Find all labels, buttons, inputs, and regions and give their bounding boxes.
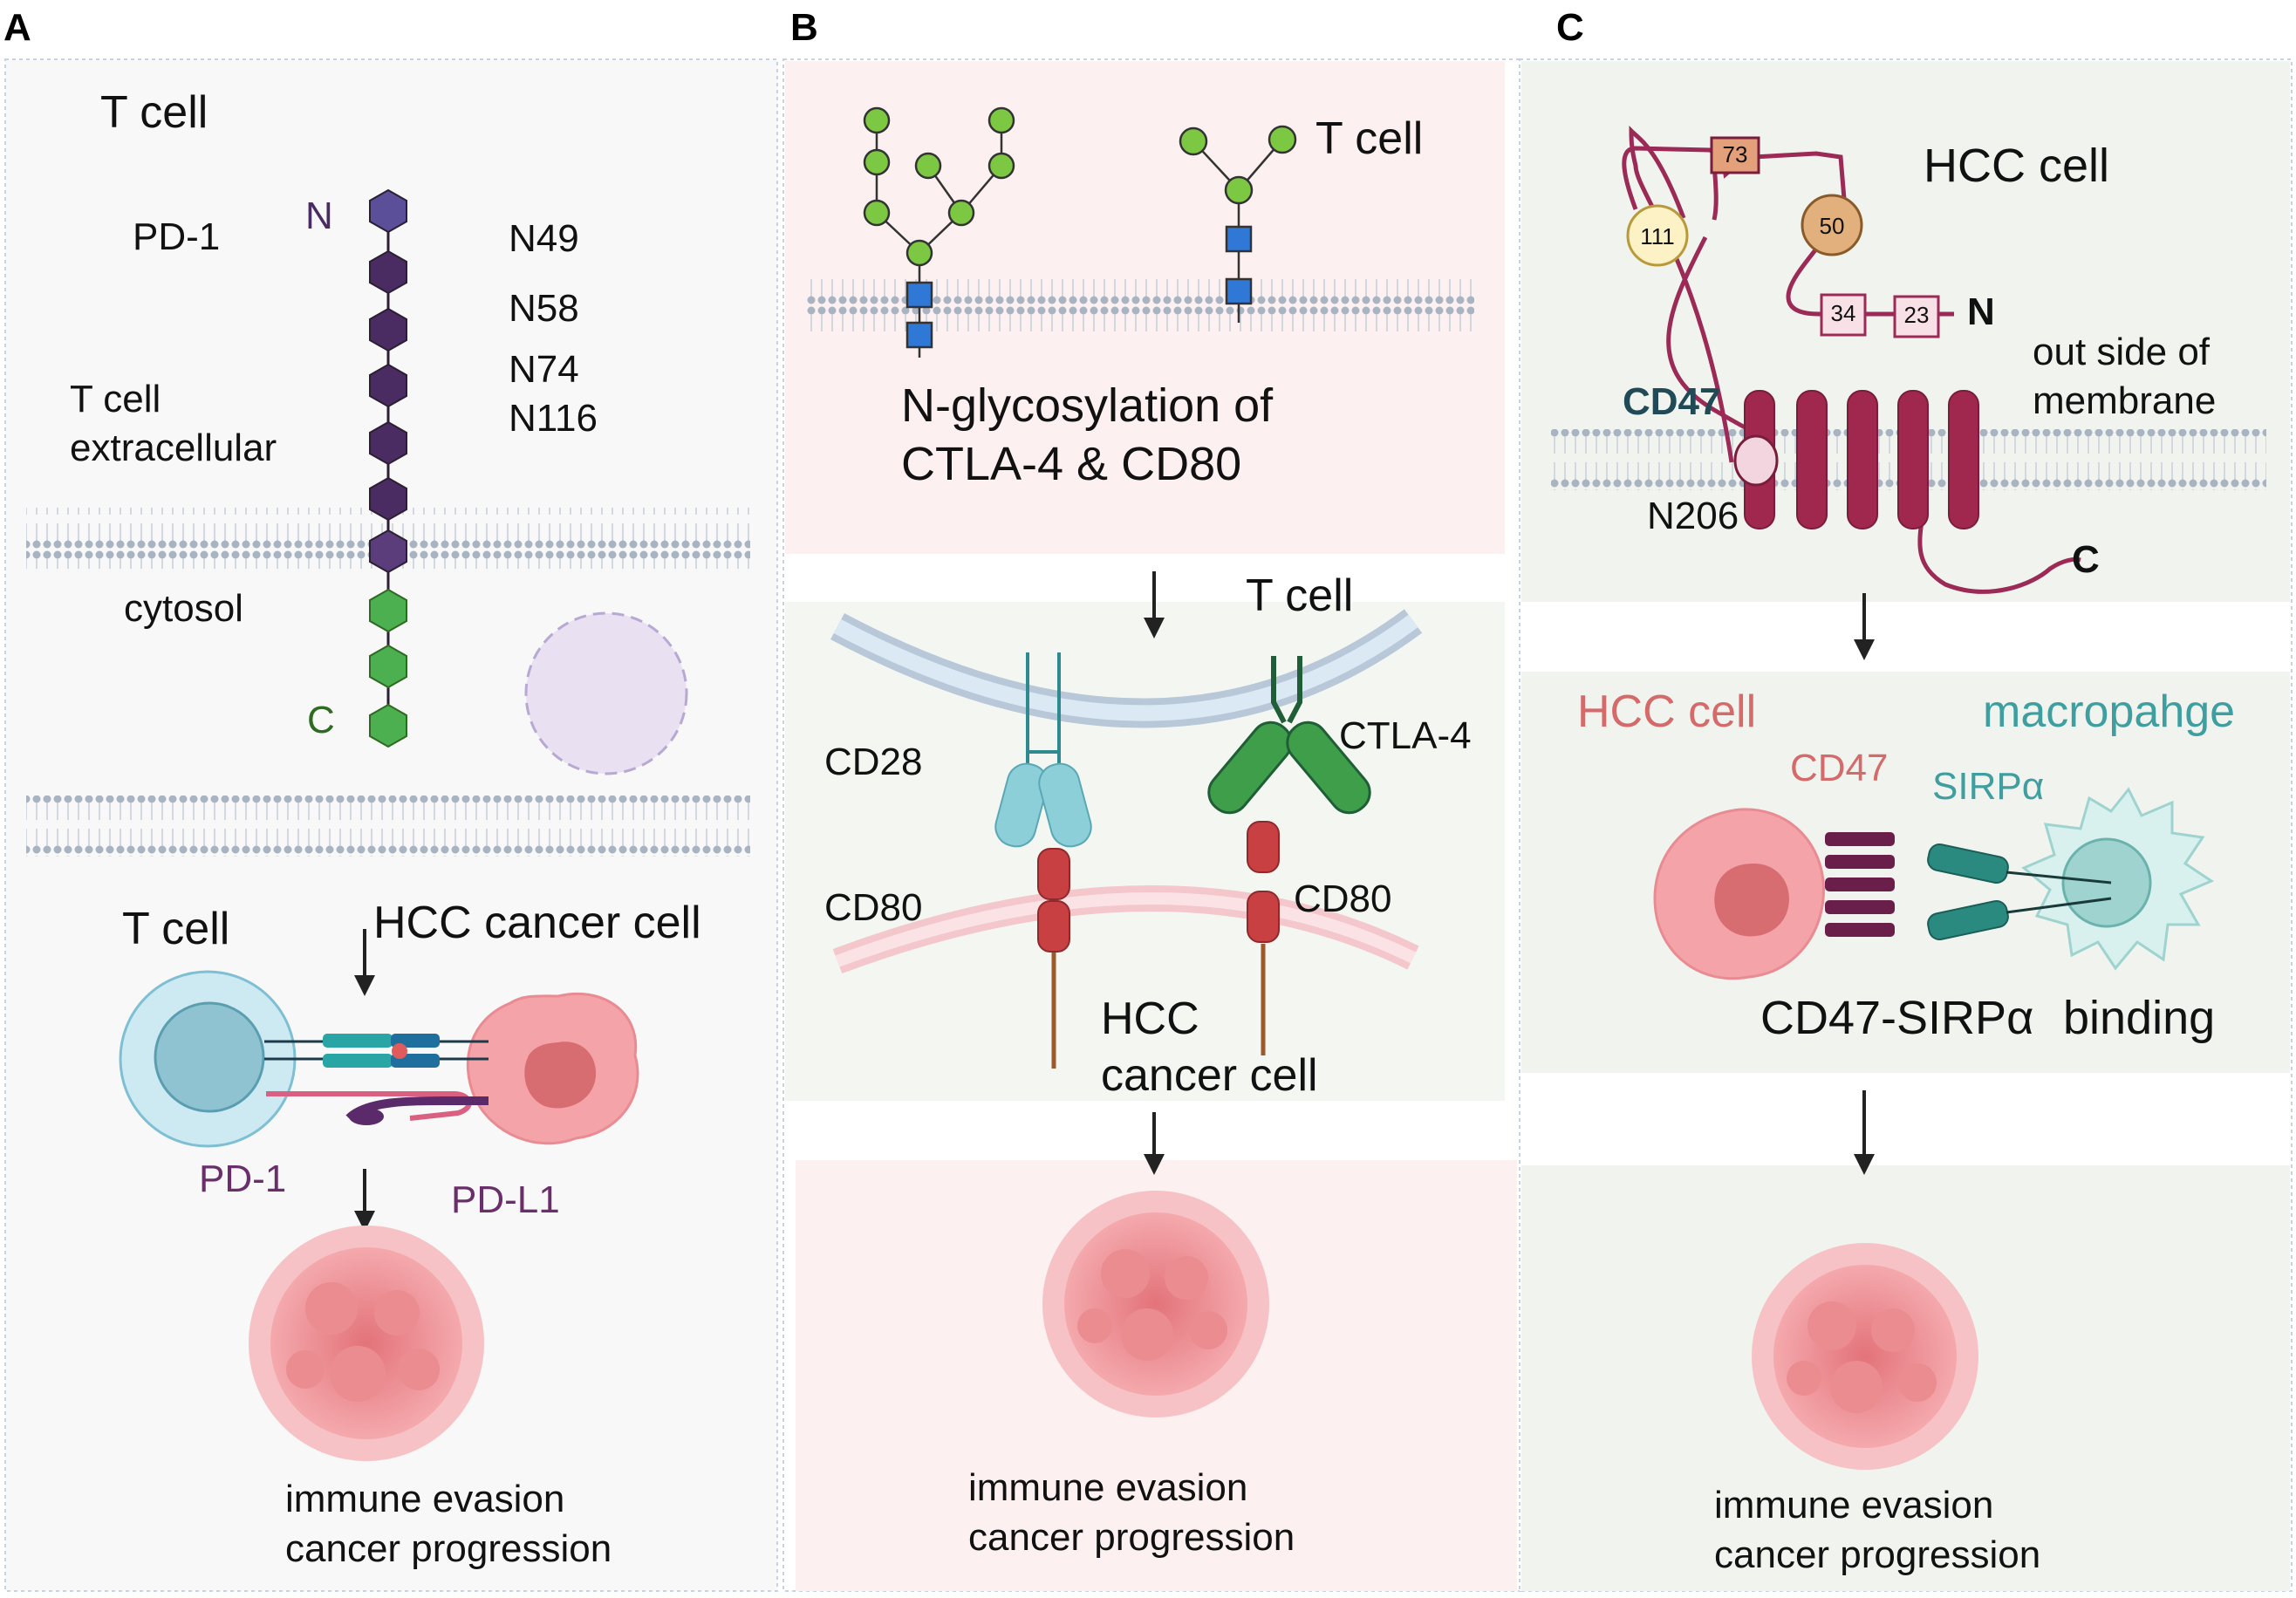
pd1-hexagon [369,420,407,466]
outcome-line-1: immune evasion [968,1466,1247,1509]
c-terminus-label: C [307,699,335,741]
pd1-hexagon [369,703,407,748]
cytosol-label: cytosol [124,587,243,630]
site-n49: N49 [509,217,579,260]
pd1-hexagon [369,529,407,574]
ctla4-receptor [1207,656,1371,815]
t-cell-mid-label: T cell [1246,570,1353,621]
pd1-hexagon [369,363,407,408]
tumor-mass [1042,1191,1269,1417]
t-cell-top-label: T cell [1315,113,1423,164]
tumor-mass [249,1226,484,1461]
svg-text:111: 111 [1640,223,1675,249]
site-23: 23 [1893,295,1940,338]
outcome-line-2: cancer progression [968,1516,1295,1559]
outside-membrane-1: out side of [2033,331,2211,373]
t-cell-membrane-arc-inner [833,614,1418,721]
panel-c: C HCC cell 73 111 50 [1519,6,2293,1592]
sirpa-receptor [1927,843,2112,941]
panel-c-letter: C [1556,6,1584,49]
panel-b: B [782,6,1521,1592]
hcc-cell-mid-label: HCC cell [1577,686,1756,737]
panel-a-letter: A [3,6,31,49]
macrophage-label: macropahge [1983,686,2235,737]
hcc-nucleus-c [1714,864,1789,937]
site-n116: N116 [509,397,598,440]
hcc-membrane-arc-inner [835,892,1417,967]
glyco-title-1: N-glycosylation of [901,379,1274,432]
site-50: 50 [1801,194,1863,256]
hcc-label-1: HCC [1101,994,1199,1044]
glyco-title-2: CTLA-4 & CD80 [901,438,1241,490]
pd1-chain [369,188,407,748]
n206-label: N206 [1647,495,1739,537]
site-111: 111 [1626,204,1689,267]
pd1-hexagon [369,188,407,234]
cd80-left [1037,848,1070,1069]
t-cell-label: T cell [122,904,229,954]
cd47-c-terminus: C [2072,538,2100,581]
panel-b-synapse-section [785,602,1505,1101]
pd1-pdl1-complex [264,1034,489,1125]
pdl1-label: PD-L1 [451,1178,560,1221]
svg-text:34: 34 [1831,300,1856,326]
cd80-left-label: CD80 [824,886,923,929]
hcc-cell-title: HCC cell [1924,140,2109,192]
binding-label-left: CD47-SIRPα [1760,992,2033,1044]
site-34: 34 [1820,293,1867,337]
hcc-cancer-cell-label: HCC cancer cell [373,898,701,948]
hcc-nucleus [524,1041,597,1109]
svg-text:50: 50 [1820,213,1845,239]
ctla4-label: CTLA-4 [1339,714,1472,757]
svg-text:73: 73 [1723,141,1748,167]
cd47-small-label: CD47 [1790,747,1889,789]
membrane-bottom [26,796,750,857]
extracellular-label-1: T cell [70,378,161,420]
pd1-hexagon [369,307,407,352]
cd47-label: CD47 [1623,380,1721,423]
cd80-right [1247,821,1280,1055]
glycan-tree-right [1179,125,1297,323]
n206-glycan-site [1733,434,1779,487]
t-cell-title: T cell [100,87,208,138]
glycan-tree-left [863,106,1015,358]
panel-a: A T cell PD-1 N N49 N58 N74 N116 T cell … [3,6,778,1592]
outcome-line-1: immune evasion [285,1478,564,1520]
sirpa-label: SIRPα [1932,765,2044,808]
site-73: 73 [1710,136,1760,174]
cd28-label: CD28 [824,741,923,783]
cd47-n-terminus: N [1967,290,1995,333]
outcome-line-1: immune evasion [1714,1484,1993,1526]
pd1-label: PD-1 [133,215,220,258]
site-n74: N74 [509,348,579,391]
cd47-bundle [1825,832,1895,937]
tumor-mass [1752,1243,1978,1470]
panel-b-letter: B [790,6,818,49]
extracellular-label-2: extracellular [70,427,277,469]
cd28-receptor [994,652,1092,848]
svg-text:23: 23 [1904,302,1930,328]
pd1-hexagon [369,249,407,295]
outcome-line-2: cancer progression [285,1527,612,1570]
binding-label-right: binding [2063,992,2215,1044]
t-cell-nucleus [154,1001,265,1113]
pd1-hexagon [369,644,407,689]
outside-membrane-2: membrane [2033,379,2216,422]
pd1-hexagon [369,476,407,522]
pd1-hexagon [369,588,407,633]
vesicle [524,611,688,775]
n-terminus-label: N [305,195,333,237]
outcome-line-2: cancer progression [1714,1533,2040,1576]
site-n58: N58 [509,287,579,330]
cd80-right-label: CD80 [1294,878,1392,920]
pd1-bottom-label: PD-1 [199,1158,286,1200]
hcc-label-2: cancer cell [1101,1050,1318,1101]
